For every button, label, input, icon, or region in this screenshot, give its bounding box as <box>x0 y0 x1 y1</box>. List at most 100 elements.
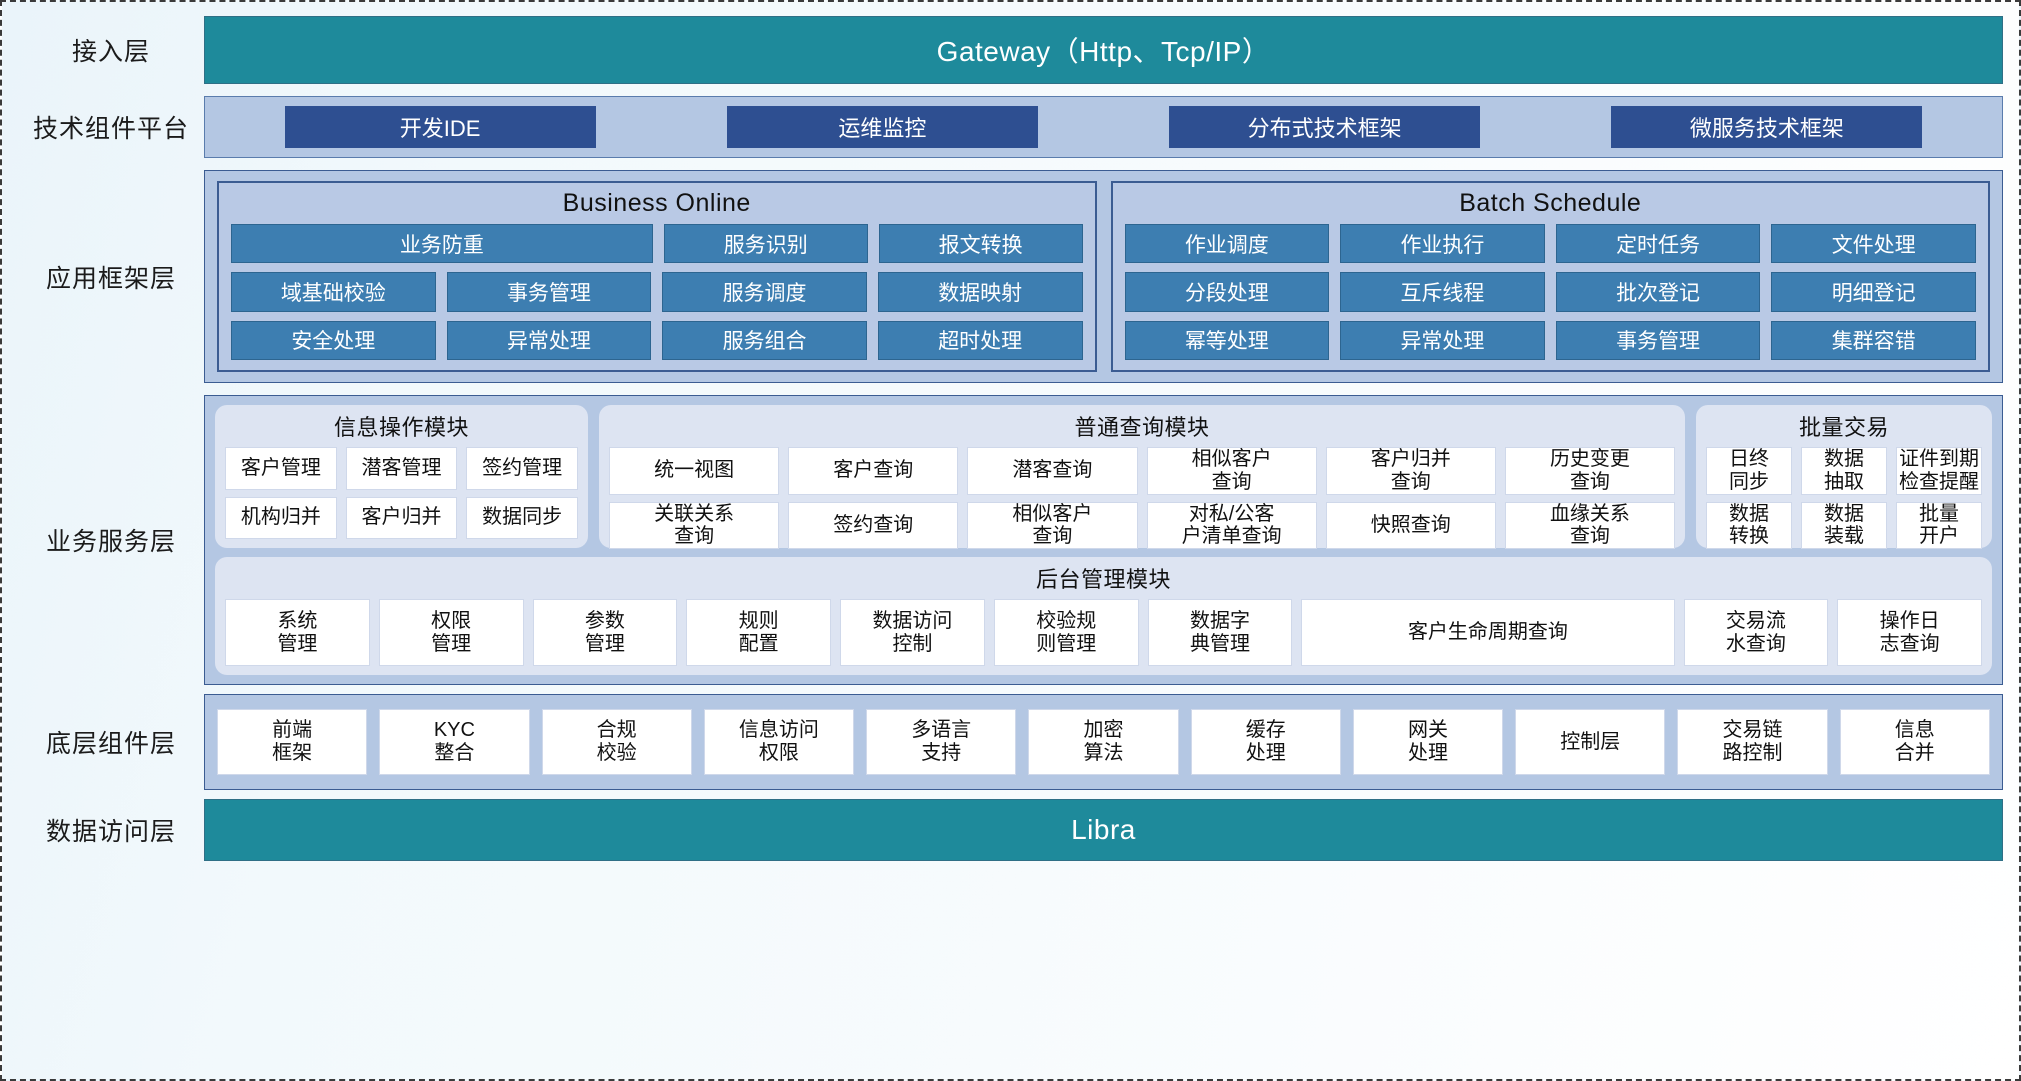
cell-batch-account-opening[interactable]: 批量 开户 <box>1896 501 1982 550</box>
libra-bar[interactable]: Libra <box>204 799 2003 861</box>
layer-label-access: 接入层 <box>71 38 150 66</box>
fw-cell-exception-handling[interactable]: 异常处理 <box>446 320 652 360</box>
layer-label-app-framework: 应用框架层 <box>45 264 176 293</box>
cell-info-merge[interactable]: 信息 合并 <box>1839 709 1990 775</box>
cell-customer-merge-query[interactable]: 客户归并 查询 <box>1325 447 1496 495</box>
cell-multilanguage-support[interactable]: 多语言 支持 <box>866 709 1017 775</box>
fw-cell-exception-handling-batch[interactable]: 异常处理 <box>1340 320 1545 360</box>
cell-data-access-control[interactable]: 数据访问 控制 <box>840 599 985 666</box>
fw-cell-timeout-handling[interactable]: 超时处理 <box>877 320 1083 360</box>
cell-parameter-management[interactable]: 参数 管理 <box>532 599 678 666</box>
cell-frontend-framework[interactable]: 前端 框架 <box>217 709 368 775</box>
cell-similar-customer-query-1[interactable]: 相似客户 查询 <box>1146 447 1317 495</box>
module-title: 普通查询模块 <box>1074 415 1210 440</box>
cell-contract-query[interactable]: 签约查询 <box>788 501 959 550</box>
fw-cell-mutex-thread[interactable]: 互斥线程 <box>1340 272 1545 312</box>
cell-lineage-relationship-query[interactable]: 血缘关系 查询 <box>1504 501 1676 550</box>
framework-grid: 作业调度 作业执行 定时任务 文件处理 分段处理 互斥线程 批次登记 明细登记 <box>1124 224 1976 360</box>
cell-customer-management[interactable]: 客户管理 <box>225 447 337 490</box>
fw-cell-message-transform[interactable]: 报文转换 <box>878 224 1083 264</box>
tech-panel: 开发IDE 运维监控 分布式技术框架 微服务技术框架 <box>204 96 2003 158</box>
fw-cell-detail-registration[interactable]: 明细登记 <box>1771 272 1976 312</box>
cell-data-sync[interactable]: 数据同步 <box>466 496 579 539</box>
cell-similar-customer-query-2[interactable]: 相似客户 查询 <box>967 501 1138 550</box>
cell-history-change-query[interactable]: 历史变更 查询 <box>1504 447 1676 495</box>
cell-unified-view[interactable]: 统一视图 <box>609 447 780 495</box>
cell-org-merge[interactable]: 机构归并 <box>225 496 337 539</box>
module-title: 信息操作模块 <box>333 415 469 440</box>
cell-contract-management[interactable]: 签约管理 <box>466 447 579 490</box>
business-service-top-row: 信息操作模块 客户管理 潜客管理 签约管理 机构归并 客户归并 数据同步 <box>215 405 1992 550</box>
cell-eod-sync[interactable]: 日终 同步 <box>1706 447 1792 495</box>
cell-operation-log-query[interactable]: 操作日 志查询 <box>1837 599 1983 666</box>
fw-cell-scheduled-task[interactable]: 定时任务 <box>1555 224 1761 264</box>
module-backend-admin: 后台管理模块 系统 管理 权限 管理 参数 管理 规则 配置 数据访问 控制 校… <box>215 557 1992 675</box>
fw-cell-file-processing[interactable]: 文件处理 <box>1771 224 1976 264</box>
framework-panel: Business Online 业务防重 服务识别 报文转换 域基础校验 事务管… <box>204 170 2003 383</box>
framework-row: 域基础校验 事务管理 服务调度 数据映射 <box>231 272 1083 312</box>
cell-relationship-query[interactable]: 关联关系 查询 <box>609 501 780 550</box>
cell-rule-configuration[interactable]: 规则 配置 <box>686 599 832 666</box>
cell-transaction-flow-query[interactable]: 交易流 水查询 <box>1683 599 1829 666</box>
cell-prospect-query[interactable]: 潜客查询 <box>967 447 1138 495</box>
cell-transaction-chain-control[interactable]: 交易链 路控制 <box>1677 709 1828 775</box>
layer-row-base-component: 底层组件层 前端 框架 KYC 整合 合规 校验 信息访问 权限 多语言 支持 … <box>18 694 2003 790</box>
cell-snapshot-query[interactable]: 快照查询 <box>1325 501 1496 550</box>
cell-cache-handling[interactable]: 缓存 处理 <box>1190 709 1341 775</box>
fw-cell-job-scheduling[interactable]: 作业调度 <box>1124 224 1330 264</box>
fw-cell-transaction-management[interactable]: 事务管理 <box>446 272 652 312</box>
tech-chip-ops-monitor[interactable]: 运维监控 <box>726 106 1038 148</box>
cell-gateway-handling[interactable]: 网关 处理 <box>1352 709 1504 775</box>
fw-cell-service-identify[interactable]: 服务识别 <box>663 224 868 264</box>
cell-customer-query[interactable]: 客户查询 <box>788 447 959 495</box>
fw-cell-batch-registration[interactable]: 批次登记 <box>1555 272 1761 312</box>
fw-cell-security-handling[interactable]: 安全处理 <box>231 320 436 360</box>
gateway-bar[interactable]: Gateway（Http、Tcp/IP） <box>204 16 2003 84</box>
tech-chip-microservice-framework[interactable]: 微服务技术框架 <box>1611 106 1923 148</box>
fw-cell-segment-processing[interactable]: 分段处理 <box>1124 272 1330 312</box>
spacer <box>18 158 2003 170</box>
module-row: 关联关系 查询 签约查询 相似客户 查询 对私/公客 户清单查询 快照查询 血缘… <box>609 501 1676 550</box>
layer-label-tech: 技术组件平台 <box>32 115 189 143</box>
cell-customer-merge[interactable]: 客户归并 <box>345 496 458 539</box>
base-component-panel: 前端 框架 KYC 整合 合规 校验 信息访问 权限 多语言 支持 加密 算法 … <box>204 694 2003 790</box>
framework-group-batch-schedule: Batch Schedule 作业调度 作业执行 定时任务 文件处理 分段处理 … <box>1110 181 1990 372</box>
fw-cell-cluster-fault-tolerance[interactable]: 集群容错 <box>1771 320 1976 360</box>
cell-data-dictionary-management[interactable]: 数据字 典管理 <box>1147 599 1293 666</box>
fw-cell-idempotent-handling[interactable]: 幂等处理 <box>1124 320 1330 360</box>
cell-data-load[interactable]: 数据 装载 <box>1801 501 1887 550</box>
cell-data-transform[interactable]: 数据 转换 <box>1706 501 1792 550</box>
cell-validation-rule-management[interactable]: 校验规 则管理 <box>993 599 1139 666</box>
fw-cell-job-execution[interactable]: 作业执行 <box>1340 224 1545 264</box>
module-row: 客户管理 潜客管理 签约管理 <box>225 447 579 490</box>
framework-row: 安全处理 异常处理 服务组合 超时处理 <box>231 320 1083 360</box>
cell-compliance-validation[interactable]: 合规 校验 <box>541 709 692 775</box>
cell-customer-lifecycle-query[interactable]: 客户生命周期查询 <box>1301 599 1675 666</box>
module-row: 统一视图 客户查询 潜客查询 相似客户 查询 客户归并 查询 历史变更 查询 <box>609 447 1676 495</box>
layer-body-business-service: 信息操作模块 客户管理 潜客管理 签约管理 机构归并 客户归并 数据同步 <box>204 395 2003 685</box>
module-title: 后台管理模块 <box>1035 567 1171 592</box>
cell-data-extraction[interactable]: 数据 抽取 <box>1801 447 1887 495</box>
cell-prospect-management[interactable]: 潜客管理 <box>345 447 458 490</box>
fw-cell-data-mapping[interactable]: 数据映射 <box>877 272 1083 312</box>
layer-body-tech: 开发IDE 运维监控 分布式技术框架 微服务技术框架 <box>204 96 2003 158</box>
cell-info-access-permission[interactable]: 信息访问 权限 <box>703 709 855 775</box>
cell-encryption-algorithm[interactable]: 加密 算法 <box>1028 709 1179 775</box>
layer-body-app-framework: Business Online 业务防重 服务识别 报文转换 域基础校验 事务管… <box>204 170 2003 383</box>
tech-chip-ide[interactable]: 开发IDE <box>284 106 596 148</box>
cell-permission-management[interactable]: 权限 管理 <box>378 599 524 666</box>
cell-control-layer[interactable]: 控制层 <box>1515 709 1666 775</box>
fw-cell-domain-validation[interactable]: 域基础校验 <box>231 272 436 312</box>
fw-cell-service-scheduling[interactable]: 服务调度 <box>662 272 867 312</box>
fw-cell-service-composition[interactable]: 服务组合 <box>662 320 867 360</box>
layer-body-access: Gateway（Http、Tcp/IP） <box>204 16 2003 84</box>
module-grid: 系统 管理 权限 管理 参数 管理 规则 配置 数据访问 控制 校验规 则管理 … <box>225 599 1983 666</box>
cell-system-management[interactable]: 系统 管理 <box>225 599 370 666</box>
cell-certificate-expiry-reminder[interactable]: 证件到期 检查提醒 <box>1896 447 1982 495</box>
cell-kyc-integration[interactable]: KYC 整合 <box>379 709 530 775</box>
fw-cell-transaction-management-batch[interactable]: 事务管理 <box>1555 320 1761 360</box>
fw-cell-business-dedup[interactable]: 业务防重 <box>231 224 653 264</box>
tech-chip-distributed-framework[interactable]: 分布式技术框架 <box>1169 106 1481 148</box>
cell-retail-corporate-list-query[interactable]: 对私/公客 户清单查询 <box>1146 501 1317 550</box>
spacer <box>18 790 2003 799</box>
